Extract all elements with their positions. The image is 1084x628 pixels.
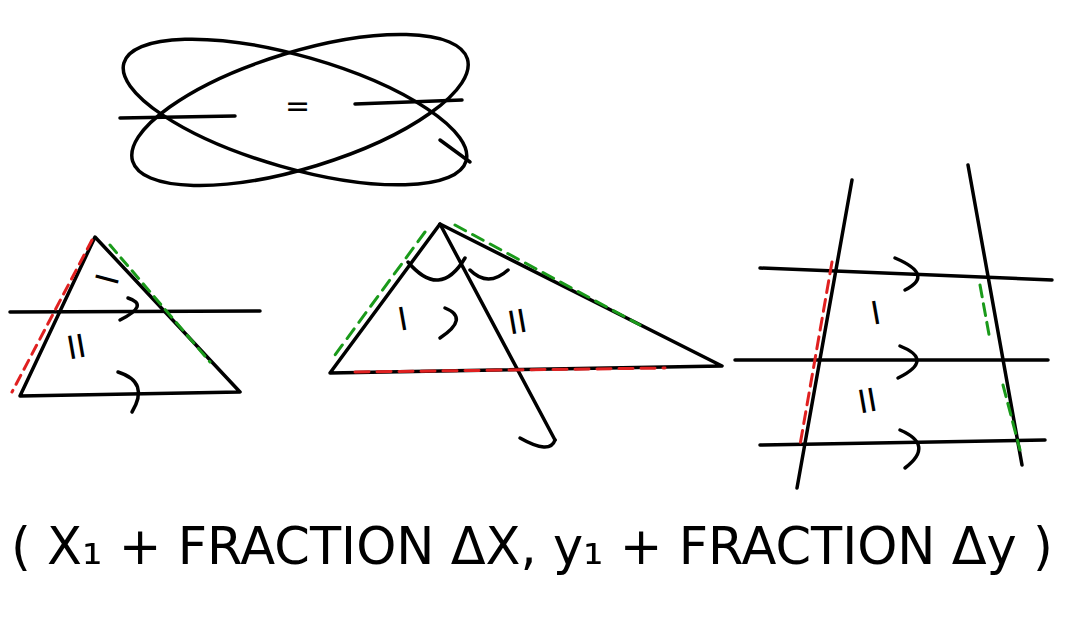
equals-mark: = xyxy=(282,90,313,122)
pen-stroke xyxy=(440,140,470,162)
region-numeral: I xyxy=(392,301,413,337)
hook-arrow xyxy=(440,308,456,338)
red-dashed-side xyxy=(800,262,832,445)
hook-arrow xyxy=(118,372,138,412)
red-dashed-side xyxy=(12,240,92,392)
triangle-outline xyxy=(330,224,722,373)
green-dashed-side xyxy=(335,225,640,355)
hook-arrow xyxy=(895,258,919,468)
cut-line xyxy=(440,224,555,440)
region-numeral: I xyxy=(89,267,126,291)
region-numeral: I xyxy=(865,295,886,331)
ellipse-outline xyxy=(108,9,481,215)
green-dashed-side xyxy=(110,245,210,362)
cut-line xyxy=(735,268,1052,445)
region-numeral: II xyxy=(852,382,882,420)
angle-arc xyxy=(408,258,508,280)
formula-text: ( X₁ + FRACTION ΔX, y₁ + FRACTION Δy ) xyxy=(8,520,1056,573)
hook-arrow xyxy=(520,438,555,447)
region-numeral: II xyxy=(61,328,91,366)
region-numeral: II xyxy=(502,303,532,341)
green-dashed-side xyxy=(980,285,1020,450)
hook-arrow xyxy=(120,298,137,320)
red-dashed-side xyxy=(355,368,665,372)
